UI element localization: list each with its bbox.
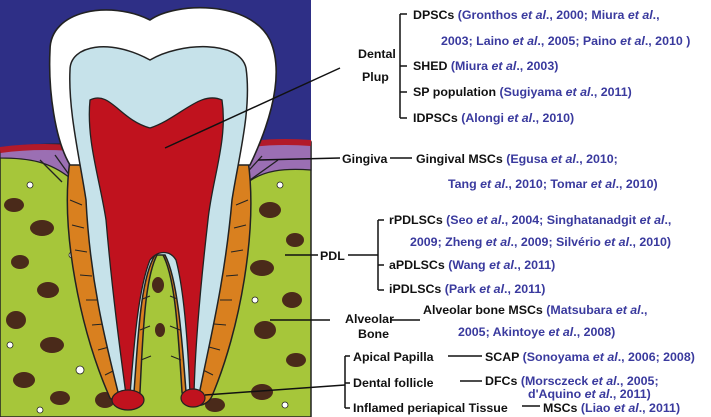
label-pdl: PDL bbox=[320, 249, 345, 263]
entry-abmsc-line2: 2005; Akintoye et al., 2008) bbox=[458, 325, 616, 339]
bone-trabeculae bbox=[4, 198, 306, 412]
entry-sp-population: SP population (Sugiyama et al., 2011) bbox=[413, 85, 632, 99]
entry-shed: SHED (Miura et al., 2003) bbox=[413, 59, 559, 73]
dental-pulp bbox=[88, 97, 224, 396]
entry-gmsc-line2: Tang et al., 2010; Tomar et al., 2010) bbox=[448, 177, 658, 191]
entry-msc: MSCs (Liao et al., 2011) bbox=[543, 401, 681, 415]
entry-apdlsc: aPDLSCs (Wang et al., 2011) bbox=[389, 258, 556, 272]
label-dental-pulp-2: Plup bbox=[362, 70, 389, 84]
label-dental-follicle: Dental follicle bbox=[353, 376, 434, 390]
entry-rpdlsc-line2: 2009; Zheng et al., 2009; Silvério et al… bbox=[410, 235, 672, 249]
label-alveolar-bone-2: Bone bbox=[358, 327, 389, 341]
label-inflamed-tissue: Inflamed periapical Tissue bbox=[353, 401, 508, 415]
leader-lines bbox=[164, 13, 540, 409]
label-gingiva: Gingiva bbox=[342, 152, 388, 166]
entry-gmsc-line1: Gingival MSCs (Egusa et al., 2010; bbox=[416, 152, 618, 166]
label-apical-papilla: Apical Papilla bbox=[353, 350, 434, 364]
apical-papilla-right bbox=[180, 388, 206, 408]
entry-rpdlsc-line1: rPDLSCs (Seo et al., 2004; Singhatanadgi… bbox=[389, 213, 672, 227]
entry-dfc-line2: d'Aquino et al., 2011) bbox=[528, 387, 651, 401]
entry-dfc-line1: DFCs (Morsczeck et al., 2005; bbox=[485, 374, 659, 388]
label-dental-pulp: Dental bbox=[358, 47, 396, 61]
entry-abmsc-line1: Alveolar bone MSCs (Matsubara et al., bbox=[423, 303, 648, 317]
entry-scap: SCAP (Sonoyama et al., 2006; 2008) bbox=[485, 350, 695, 364]
entry-dpsc-line1: DPSCs (Gronthos et al., 2000; Miura et a… bbox=[413, 8, 660, 22]
pdl-fibers bbox=[69, 199, 249, 376]
apical-papilla-left bbox=[111, 389, 145, 411]
entry-idpsc: IDPSCs (Alongi et al., 2010) bbox=[413, 111, 575, 125]
label-alveolar-bone: Alveolar bbox=[345, 312, 394, 326]
entry-dpsc-line2: 2003; Laino et al., 2005; Paino et al., … bbox=[441, 34, 691, 48]
entry-ipdlsc: iPDLSCs (Park et al., 2011) bbox=[389, 282, 546, 296]
